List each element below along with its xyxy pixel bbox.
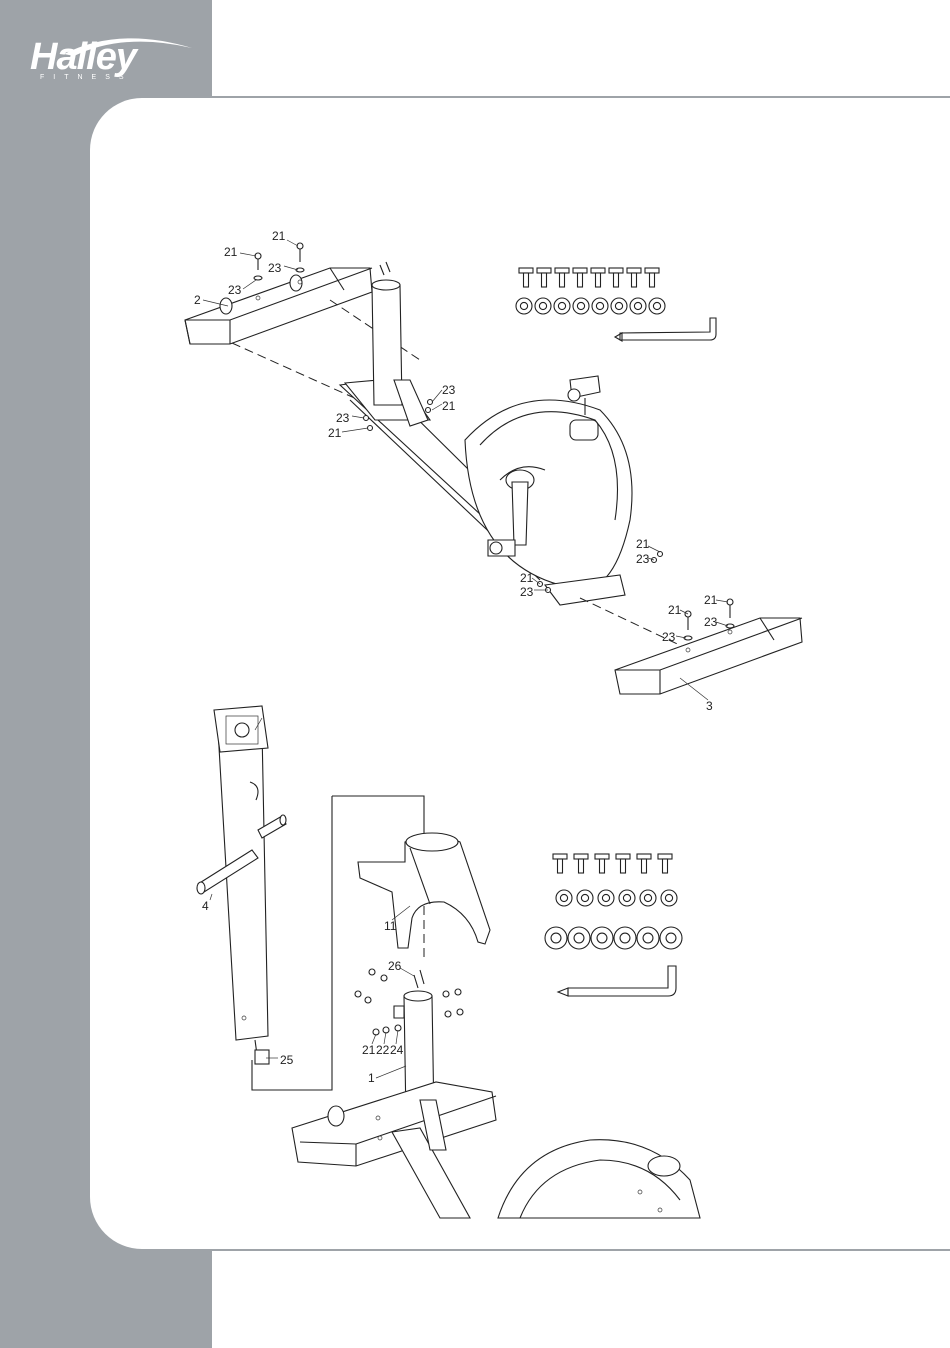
washer-icon <box>577 302 584 309</box>
callout-label: 21 <box>520 571 534 585</box>
handlebar-post <box>197 706 286 1064</box>
bottom-large-washers-row <box>545 927 682 949</box>
bolt-icon <box>519 268 533 273</box>
callout-label: 23 <box>636 552 650 566</box>
washer-icon <box>520 302 527 309</box>
washer-icon <box>615 302 622 309</box>
bolt-icon <box>632 273 637 287</box>
flywheel-partial <box>498 1140 700 1218</box>
callout-label: 2 <box>194 293 201 307</box>
washer-icon <box>551 933 561 943</box>
washer-icon <box>602 894 609 901</box>
bolt-icon <box>621 859 626 873</box>
washer-icon <box>644 894 651 901</box>
bolt-icon <box>663 859 668 873</box>
bottom-small-washers-row <box>556 890 677 906</box>
bolt-icon <box>555 268 569 273</box>
bolt-icon <box>579 859 584 873</box>
bolt-icon <box>645 268 659 273</box>
washer-icon <box>581 894 588 901</box>
washer-icon <box>666 933 676 943</box>
front-stabilizer <box>615 618 802 694</box>
callout-label: 23 <box>268 261 282 275</box>
bolt-icon <box>600 859 605 873</box>
top-allen-key-icon <box>615 318 716 341</box>
callout-label: 21 <box>224 245 238 259</box>
washer-icon <box>539 302 546 309</box>
callout-label: 21 <box>704 593 718 607</box>
bolt-icon <box>627 268 641 273</box>
bolt-icon <box>524 273 529 287</box>
washer-icon <box>597 933 607 943</box>
bolt-icon <box>574 854 588 859</box>
bolt-icon <box>542 273 547 287</box>
washer-icon <box>653 302 660 309</box>
washer-icon <box>643 933 653 943</box>
callout-label: 3 <box>706 699 713 713</box>
bolt-icon <box>616 854 630 859</box>
callout-label: 22 <box>376 1043 390 1057</box>
callout-label: 26 <box>388 959 402 973</box>
bolt-icon <box>573 268 587 273</box>
callout-label: 21 <box>328 426 342 440</box>
callout-label: 21 <box>362 1043 376 1057</box>
washer-icon <box>623 894 630 901</box>
figure-top: 21 21 23 23 2 23 21 23 21 21 23 21 23 21… <box>185 229 802 713</box>
washer-icon <box>596 302 603 309</box>
bolt-icon <box>614 273 619 287</box>
post-shroud <box>358 833 490 948</box>
callout-label: 23 <box>520 585 534 599</box>
callout-label: 24 <box>390 1043 404 1057</box>
bottom-allen-key-icon <box>558 966 676 996</box>
callout-label: 23 <box>228 283 242 297</box>
bolt-icon <box>560 273 565 287</box>
bolt-icon <box>642 859 647 873</box>
bolt-icon <box>637 854 651 859</box>
bolt-icon <box>609 268 623 273</box>
bolt-icon <box>591 268 605 273</box>
top-washers-row <box>516 298 665 314</box>
callout-label: 4 <box>202 899 209 913</box>
figure-bottom: 4 11 26 21 22 24 25 1 <box>197 706 700 1218</box>
callout-label: 11 <box>384 919 397 933</box>
bolt-icon <box>553 854 567 859</box>
callout-label: 21 <box>668 603 682 617</box>
bolt-icon <box>650 273 655 287</box>
bolt-icon <box>658 854 672 859</box>
bolt-icon <box>537 268 551 273</box>
callout-label: 23 <box>442 383 456 397</box>
callout-label: 21 <box>636 537 650 551</box>
washer-icon <box>558 302 565 309</box>
bolt-icon <box>595 854 609 859</box>
washer-icon <box>665 894 672 901</box>
washer-icon <box>634 302 641 309</box>
callout-label: 23 <box>662 630 676 644</box>
washer-icon <box>560 894 567 901</box>
callout-label: 21 <box>272 229 286 243</box>
washer-icon <box>574 933 584 943</box>
base-frame <box>292 1082 496 1218</box>
bottom-bolts-row <box>553 854 672 873</box>
washer-icon <box>620 933 630 943</box>
callout-label: 23 <box>336 411 350 425</box>
bolt-icon <box>578 273 583 287</box>
flywheel-housing <box>465 376 632 590</box>
rear-stabilizer <box>185 268 372 344</box>
bolt-icon <box>558 859 563 873</box>
bolt-icon <box>596 273 601 287</box>
top-bolts-row <box>519 268 659 287</box>
callout-label: 23 <box>704 615 718 629</box>
callout-label: 25 <box>280 1053 294 1067</box>
callout-label: 21 <box>442 399 456 413</box>
callout-label: 1 <box>368 1071 375 1085</box>
